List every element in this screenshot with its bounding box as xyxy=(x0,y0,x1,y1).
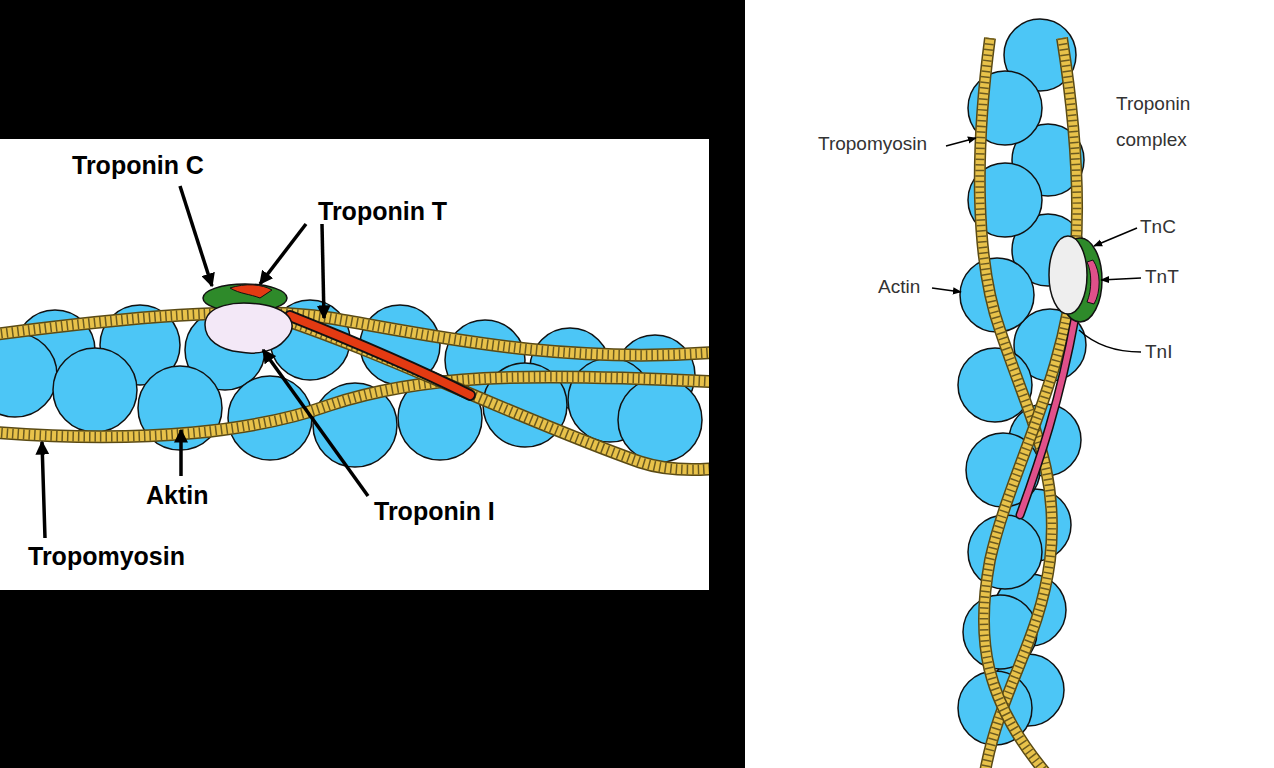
tropomyosin-strand xyxy=(984,38,1077,768)
troponin-complex xyxy=(203,284,470,395)
troponin-i xyxy=(205,303,292,353)
leader-arrow xyxy=(1094,228,1137,246)
tropomyosin-strand xyxy=(0,377,709,437)
part-label: Aktin xyxy=(146,480,209,510)
right-leaders xyxy=(932,138,1141,352)
left-panel xyxy=(0,139,709,590)
part-label: Troponin complex xyxy=(1116,86,1216,158)
leader-arrow xyxy=(932,288,961,292)
right-panel xyxy=(745,0,1274,768)
left-leaders xyxy=(42,186,368,538)
tropomyosin-strand xyxy=(0,377,709,437)
actin-bead xyxy=(53,348,137,432)
part-label: TnC xyxy=(1140,215,1176,239)
part-label: TnT xyxy=(1145,265,1179,289)
tropomyosin-strand xyxy=(270,315,709,470)
tropomyosin-strand xyxy=(0,377,709,437)
part-label: Troponin I xyxy=(374,496,495,526)
actin-bead xyxy=(618,378,702,462)
tropomyosin-strand xyxy=(270,315,709,470)
part-label: Troponin T xyxy=(318,196,447,226)
leader-arrow xyxy=(180,186,212,286)
troponin-complex xyxy=(1020,236,1102,515)
part-label: Troponin C xyxy=(72,150,204,180)
part-label: Actin xyxy=(878,275,920,299)
tni-head xyxy=(1049,236,1087,314)
tni-tail xyxy=(1020,318,1075,515)
tropomyosin-strands xyxy=(980,38,1077,768)
left-filament xyxy=(0,284,709,470)
troponin-t-head xyxy=(230,285,272,298)
tni-tail xyxy=(1020,318,1075,515)
leader-arrow xyxy=(42,442,45,538)
part-label: Tropomyosin xyxy=(28,541,185,571)
leader-arrow xyxy=(1101,278,1141,280)
leader-line xyxy=(1079,330,1141,352)
leader-arrow xyxy=(322,224,324,318)
tnt-patch xyxy=(1087,260,1099,304)
tropomyosin-strand xyxy=(984,38,1077,768)
right-filament xyxy=(958,19,1102,768)
leader-arrow xyxy=(179,430,183,476)
leader-arrow xyxy=(260,224,306,284)
leader-arrow xyxy=(263,350,368,496)
tropomyosin-strands xyxy=(0,313,709,470)
actin-bead xyxy=(0,333,57,417)
troponin-t-tail xyxy=(290,316,470,395)
tropomyosin-strand xyxy=(984,38,1077,768)
troponin-t-tail xyxy=(290,316,470,395)
tropomyosin-strand xyxy=(270,315,709,470)
leader-arrow xyxy=(946,138,976,146)
part-label: TnI xyxy=(1145,340,1172,364)
part-label: Tropomyosin xyxy=(818,132,927,156)
